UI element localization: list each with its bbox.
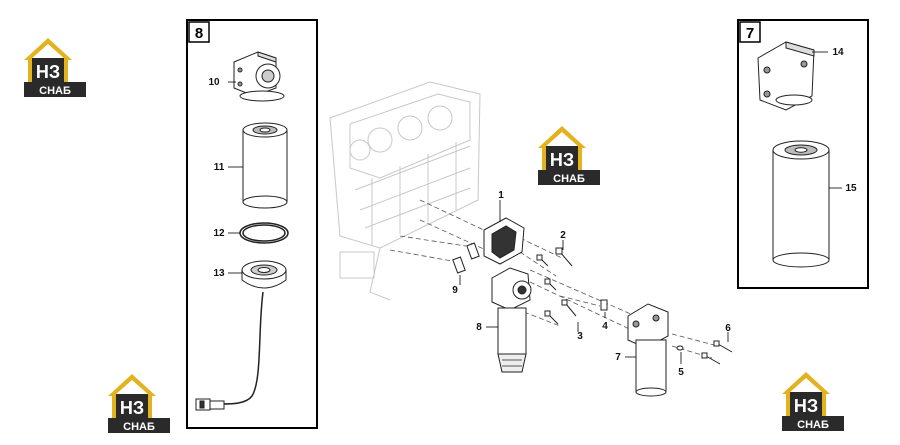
- bolt-4: [600, 299, 608, 311]
- filter-head-10: [233, 51, 285, 102]
- detail-box-8: 8: [186, 19, 318, 429]
- logo-word: СНАБ: [553, 173, 585, 185]
- logo-word: СНАБ: [39, 85, 71, 97]
- label-2: 2: [560, 230, 566, 241]
- label-8: 8: [476, 322, 482, 333]
- label-1: 1: [498, 190, 504, 201]
- label-4: 4: [602, 321, 608, 332]
- oil-filter-15: [772, 140, 830, 268]
- o-ring-12: [239, 222, 289, 244]
- box-7-number: 7: [746, 25, 754, 42]
- label-13: 13: [213, 268, 225, 279]
- fuel-filter-assembly-8: [491, 267, 532, 373]
- fuel-filter-11: [242, 122, 288, 209]
- label-9: 9: [452, 285, 458, 296]
- logo-letters: НЗ: [794, 396, 818, 416]
- logo-bottom-left: НЗ СНАБ: [108, 374, 170, 433]
- filter-bracket-14: [757, 41, 815, 111]
- sensor-cable: [221, 291, 264, 405]
- label-15: 15: [845, 183, 857, 194]
- logo-word: СНАБ: [797, 419, 829, 431]
- label-7: 7: [615, 352, 621, 363]
- label-5: 5: [678, 367, 684, 378]
- washer-5: [676, 345, 684, 351]
- mounting-bracket-1: [483, 217, 525, 265]
- bolt-2: [536, 247, 573, 267]
- logo-top-left: НЗ СНАБ: [24, 38, 86, 97]
- label-14: 14: [832, 47, 844, 58]
- logo-center: НЗ СНАБ: [538, 126, 600, 185]
- logo-letters: НЗ: [36, 62, 60, 82]
- water-bowl-13: [241, 260, 287, 289]
- oil-filter-assembly-7: [627, 303, 669, 397]
- detail-box-7: 7 14 15: [737, 19, 869, 289]
- label-10: 10: [208, 77, 220, 88]
- logo-bottom-right: НЗ СНАБ: [782, 372, 844, 431]
- box-8-number: 8: [195, 25, 203, 42]
- label-6: 6: [725, 323, 731, 334]
- bolt-3: [544, 278, 577, 325]
- engine-block-outline: [329, 81, 481, 301]
- sensor-connector: [195, 398, 225, 411]
- spacer-9: [452, 242, 480, 274]
- logo-letters: НЗ: [550, 150, 574, 170]
- label-3: 3: [577, 331, 583, 342]
- assembly-lines: [389, 199, 719, 359]
- label-11: 11: [214, 162, 225, 173]
- logo-letters: НЗ: [120, 398, 144, 418]
- label-12: 12: [213, 228, 225, 239]
- logo-word: СНАБ: [123, 421, 155, 433]
- bolt-6: [701, 340, 733, 365]
